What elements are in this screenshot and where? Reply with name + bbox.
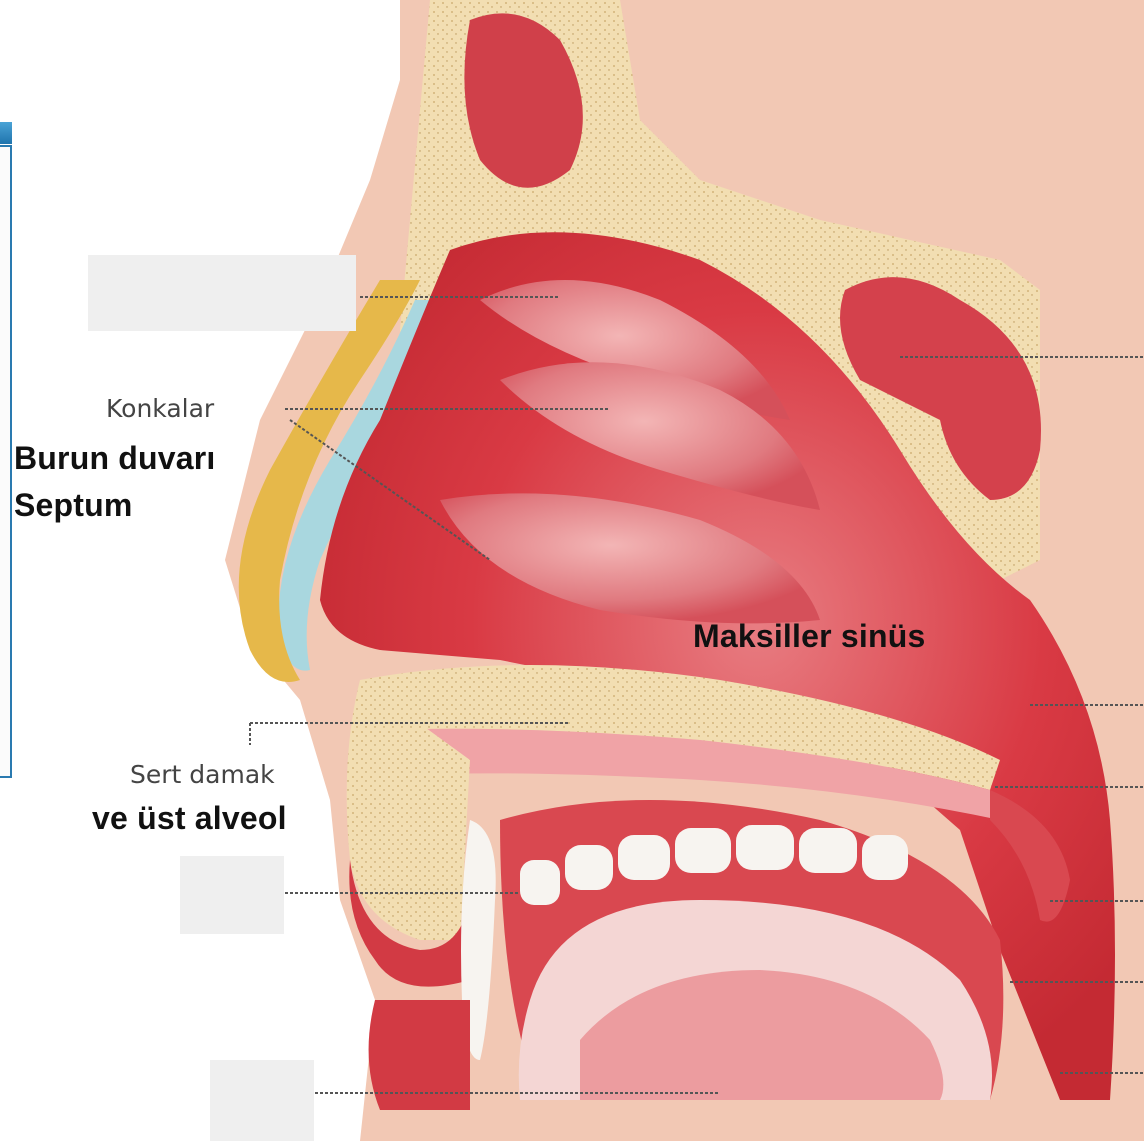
label-sert-damak: Sert damak (130, 760, 275, 789)
label-maksiller-sinus: Maksiller sinüs (693, 618, 925, 655)
side-panel-tab (0, 122, 12, 144)
label-ust-alveol: ve üst alveol (92, 800, 287, 837)
hidden-label-box (180, 856, 284, 934)
label-konkalar: Konkalar (106, 394, 214, 423)
label-burun-duvari: Burun duvarı (14, 440, 216, 477)
side-panel (0, 145, 12, 778)
label-septum: Septum (14, 487, 133, 524)
hidden-label-box (88, 255, 356, 331)
hidden-label-box (210, 1060, 314, 1141)
lower-lip (369, 1000, 470, 1110)
